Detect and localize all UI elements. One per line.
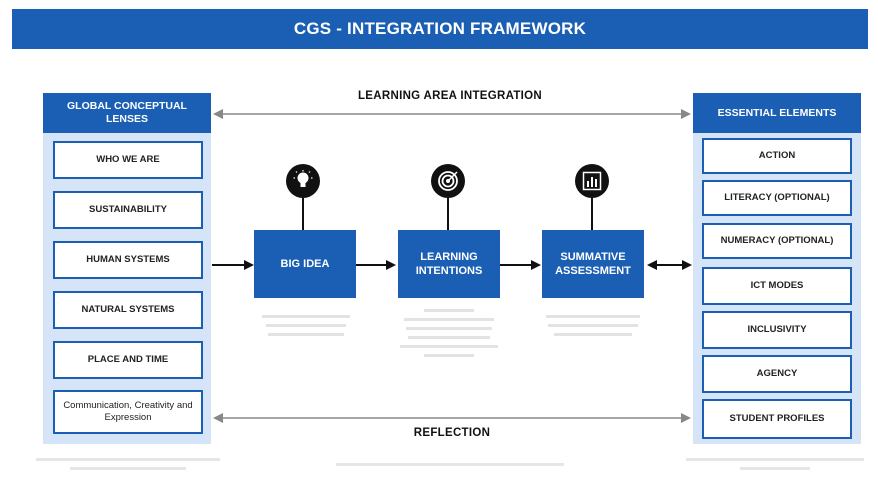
element-item-student-profiles: STUDENT PROFILES	[702, 399, 852, 439]
center-footer-caption	[330, 461, 570, 471]
lens-item-who-we-are: WHO WE ARE	[53, 141, 203, 179]
target-icon	[431, 164, 465, 198]
element-item-literacy: LITERACY (OPTIONAL)	[702, 180, 852, 216]
intentions-to-assessment-arrow	[500, 260, 541, 270]
learning-area-arrow	[213, 109, 691, 119]
lenses-to-big-idea-arrow	[212, 260, 254, 270]
element-item-ict-modes: ICT MODES	[702, 267, 852, 305]
left-column-header: GLOBAL CONCEPTUAL LENSES	[43, 93, 211, 133]
element-item-numeracy: NUMERACY (OPTIONAL)	[702, 223, 852, 259]
element-item-agency: AGENCY	[702, 355, 852, 393]
lens-item-sustainability: SUSTAINABILITY	[53, 191, 203, 229]
lens-item-natural-systems: NATURAL SYSTEMS	[53, 291, 203, 329]
learning-intentions-caption	[394, 306, 504, 376]
assessment-to-elements-arrow	[647, 260, 692, 270]
lens-item-place-and-time: PLACE AND TIME	[53, 341, 203, 379]
reflection-label: REFLECTION	[413, 427, 491, 439]
summative-assessment-box: SUMMATIVE ASSESSMENT	[542, 230, 644, 298]
left-footer-caption	[30, 456, 226, 476]
lightbulb-icon	[286, 164, 320, 198]
big-idea-to-intentions-arrow	[356, 260, 396, 270]
summative-assessment-caption	[540, 312, 646, 352]
right-footer-caption	[680, 456, 870, 476]
lens-item-communication: Communication, Creativity and Expression	[53, 390, 203, 434]
big-idea-box: BIG IDEA	[254, 230, 356, 298]
right-column-header: ESSENTIAL ELEMENTS	[693, 93, 861, 133]
learning-intentions-box: LEARNING INTENTIONS	[398, 230, 500, 298]
chart-icon	[575, 164, 609, 198]
element-item-inclusivity: INCLUSIVITY	[702, 311, 852, 349]
lens-item-human-systems: HUMAN SYSTEMS	[53, 241, 203, 279]
framework-title: CGS - INTEGRATION FRAMEWORK	[12, 9, 868, 49]
big-idea-caption	[256, 312, 356, 352]
learning-area-integration-label: LEARNING AREA INTEGRATION	[357, 90, 543, 102]
reflection-arrow	[213, 413, 691, 423]
element-item-action: ACTION	[702, 138, 852, 174]
